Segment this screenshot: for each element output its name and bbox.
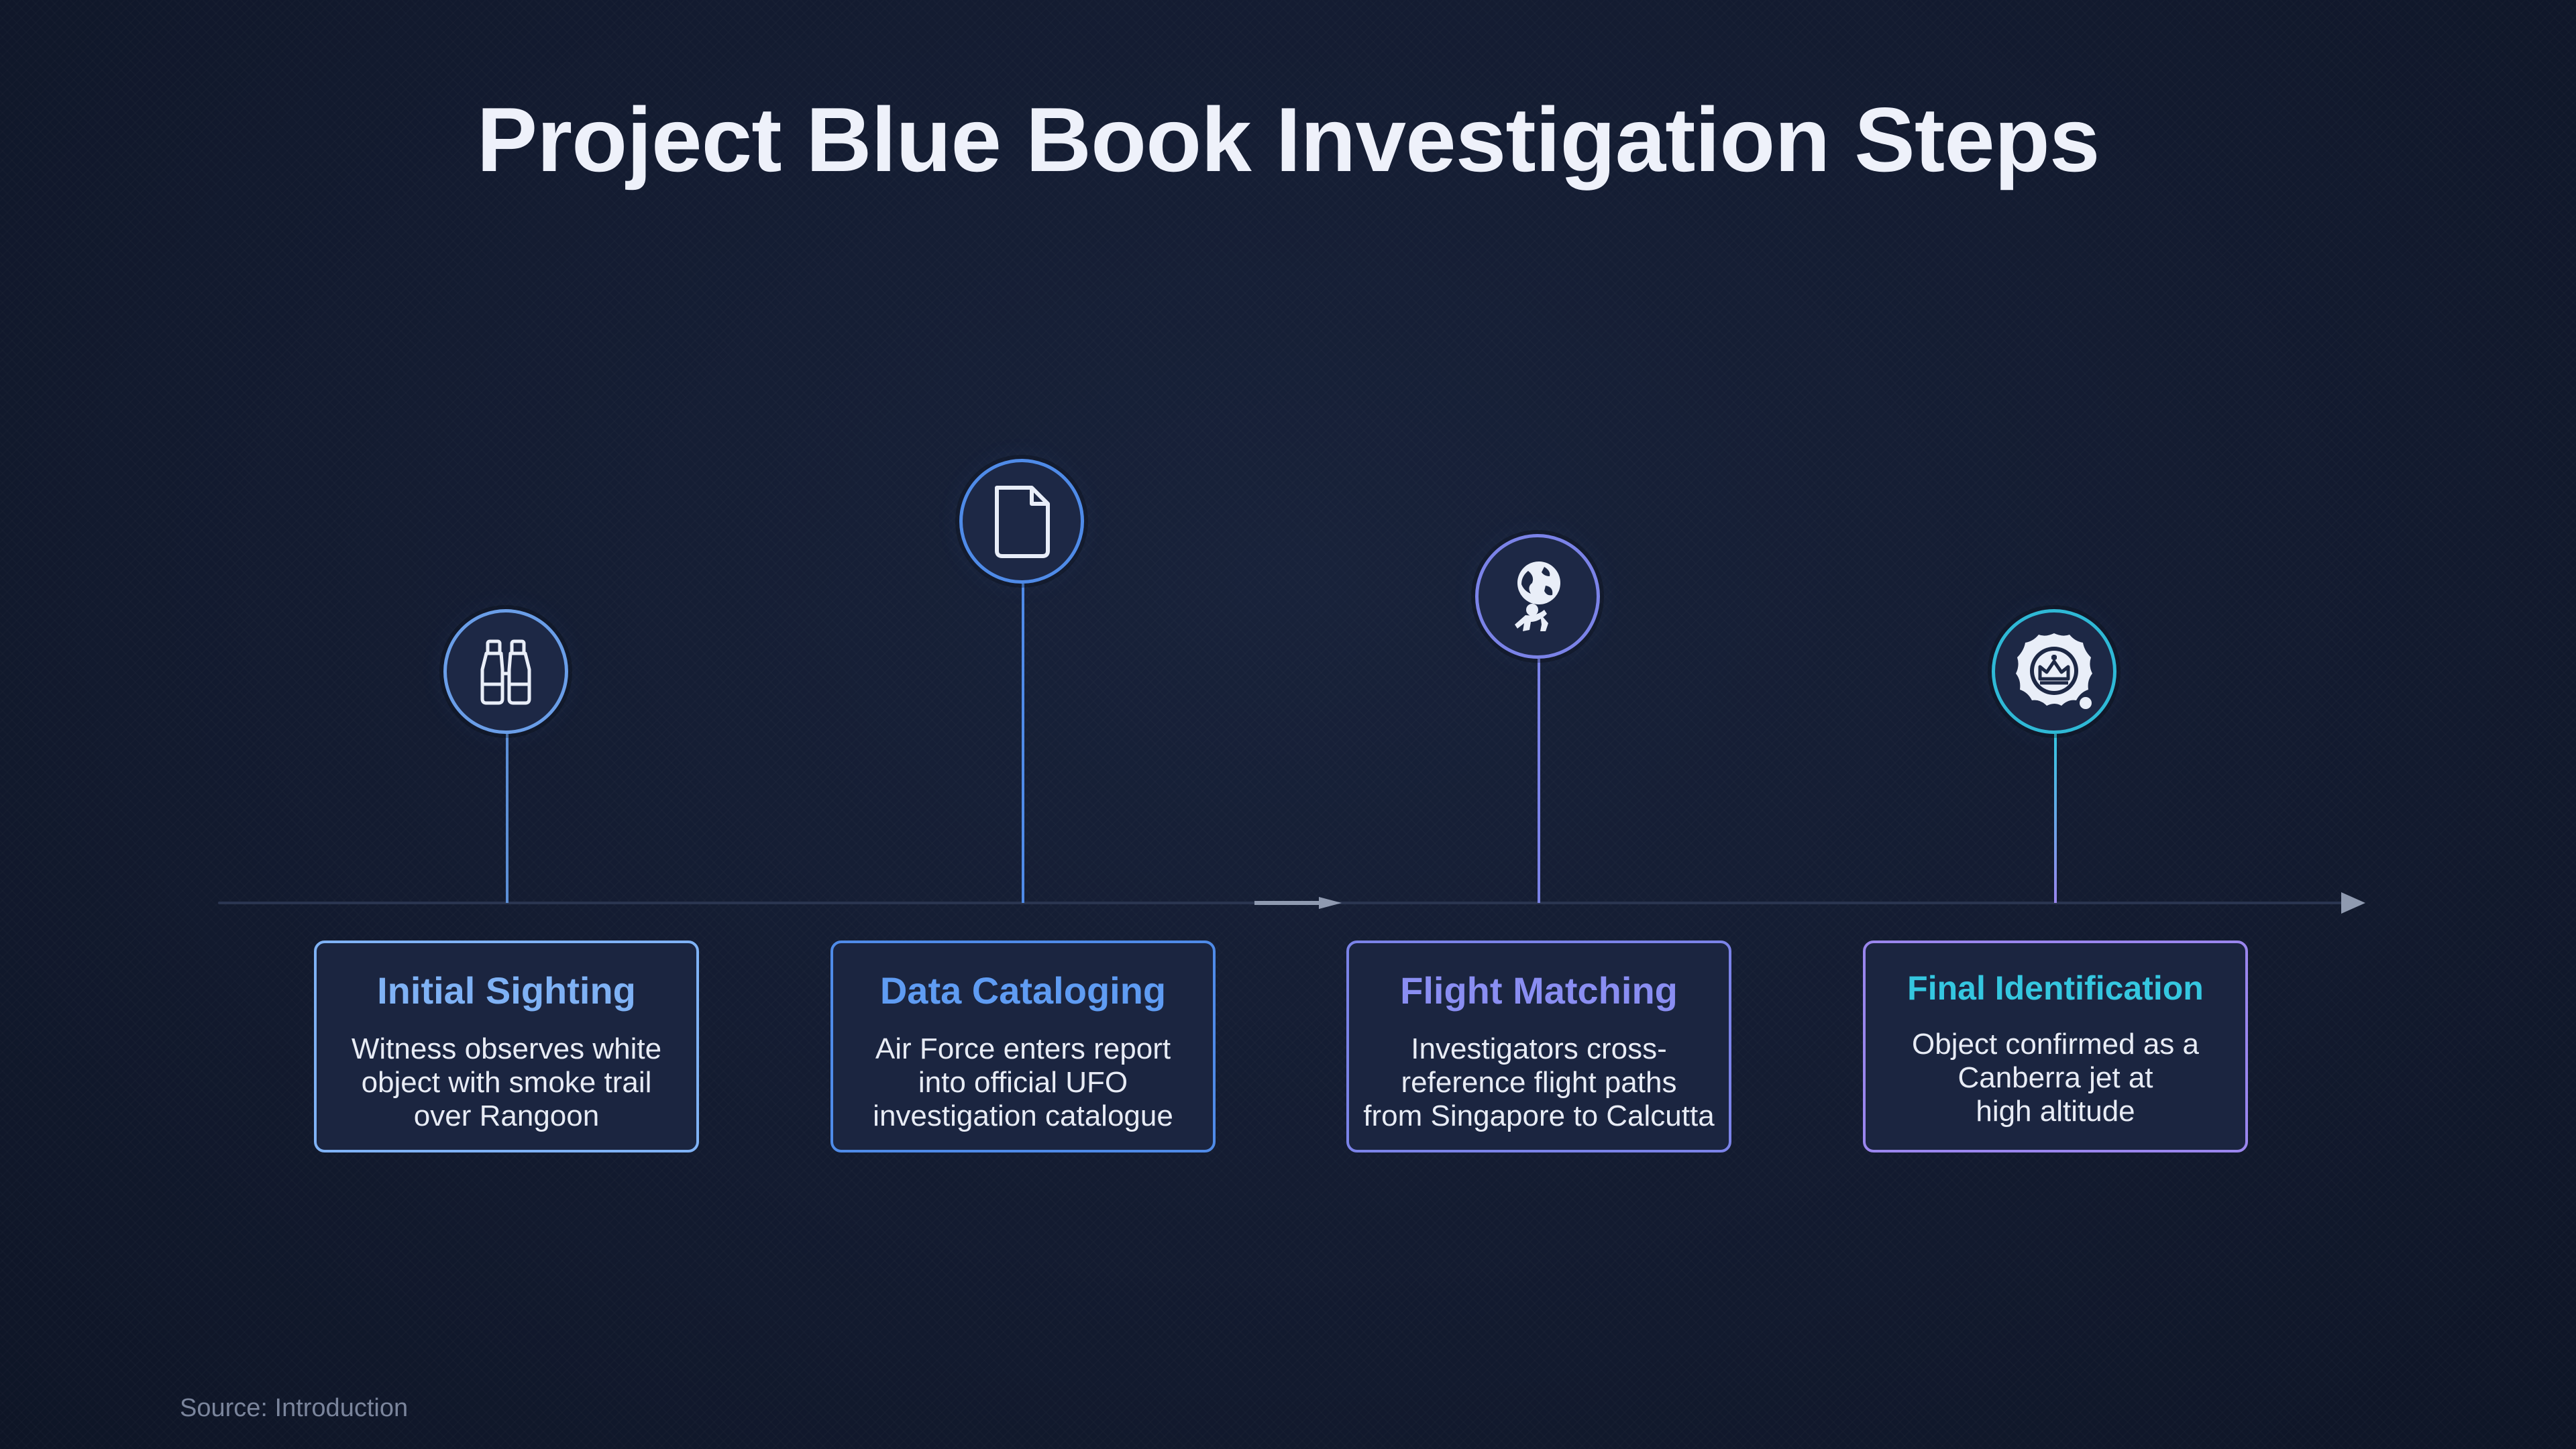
step-1-line-1: Witness observes white [351,1032,662,1065]
step-4-line-2: Canberra jet at [1957,1061,2153,1094]
step-3-description: Investigators cross- reference flight pa… [1358,1032,1720,1133]
source-note: Source: Introduction [180,1394,409,1422]
step-3-title: Flight Matching [1400,969,1678,1012]
binoculars-icon [480,639,531,705]
step-1-line-2: object with smoke trail [361,1066,652,1099]
crown-seal-icon [2016,633,2092,709]
step-4-line-3: high altitude [1976,1095,2135,1128]
step-2-line-2: into official UFO [918,1066,1128,1099]
step-3-line-3: from Singapore to Calcutta [1363,1099,1715,1132]
step-2-node [959,459,1084,584]
step-3-card: Flight Matching Investigators cross- ref… [1346,941,1731,1152]
document-icon [995,486,1050,558]
step-2-line-1: Air Force enters report [875,1032,1171,1065]
step-3-node [1475,534,1600,659]
step-1-connector [506,734,508,903]
step-1-title: Initial Sighting [377,969,636,1012]
step-1-node [443,609,568,734]
timeline-mid-arrow-icon [1254,897,1342,909]
step-1-card: Initial Sighting Witness observes white … [314,941,699,1152]
step-2-title: Data Cataloging [879,969,1167,1012]
step-4-node [1992,609,2116,734]
step-2-line-3: investigation catalogue [873,1099,1173,1132]
step-2-connector [1022,584,1024,903]
step-1-line-3: over Rangoon [413,1099,600,1132]
step-4-connector [2054,734,2057,903]
step-4-line-1: Object confirmed as a [1912,1028,2199,1061]
step-3-line-1: Investigators cross- [1411,1032,1667,1065]
step-2-description: Air Force enters report into official UF… [842,1032,1204,1133]
step-4-title: Final Identification [1907,969,2204,1007]
timeline-end-arrow-icon [2341,892,2365,914]
step-3-connector [1538,659,1540,903]
page-title: Project Blue Book Investigation Steps [476,89,2100,191]
step-3-line-2: reference flight paths [1401,1066,1677,1099]
step-2-card: Data Cataloging Air Force enters report … [830,941,1216,1152]
step-4-card: Final Identification Object confirmed as… [1863,941,2248,1152]
step-1-description: Witness observes white object with smoke… [325,1032,688,1133]
atlas-globe-icon [1515,561,1560,631]
step-4-description: Object confirmed as a Canberra jet at hi… [1874,1028,2237,1128]
